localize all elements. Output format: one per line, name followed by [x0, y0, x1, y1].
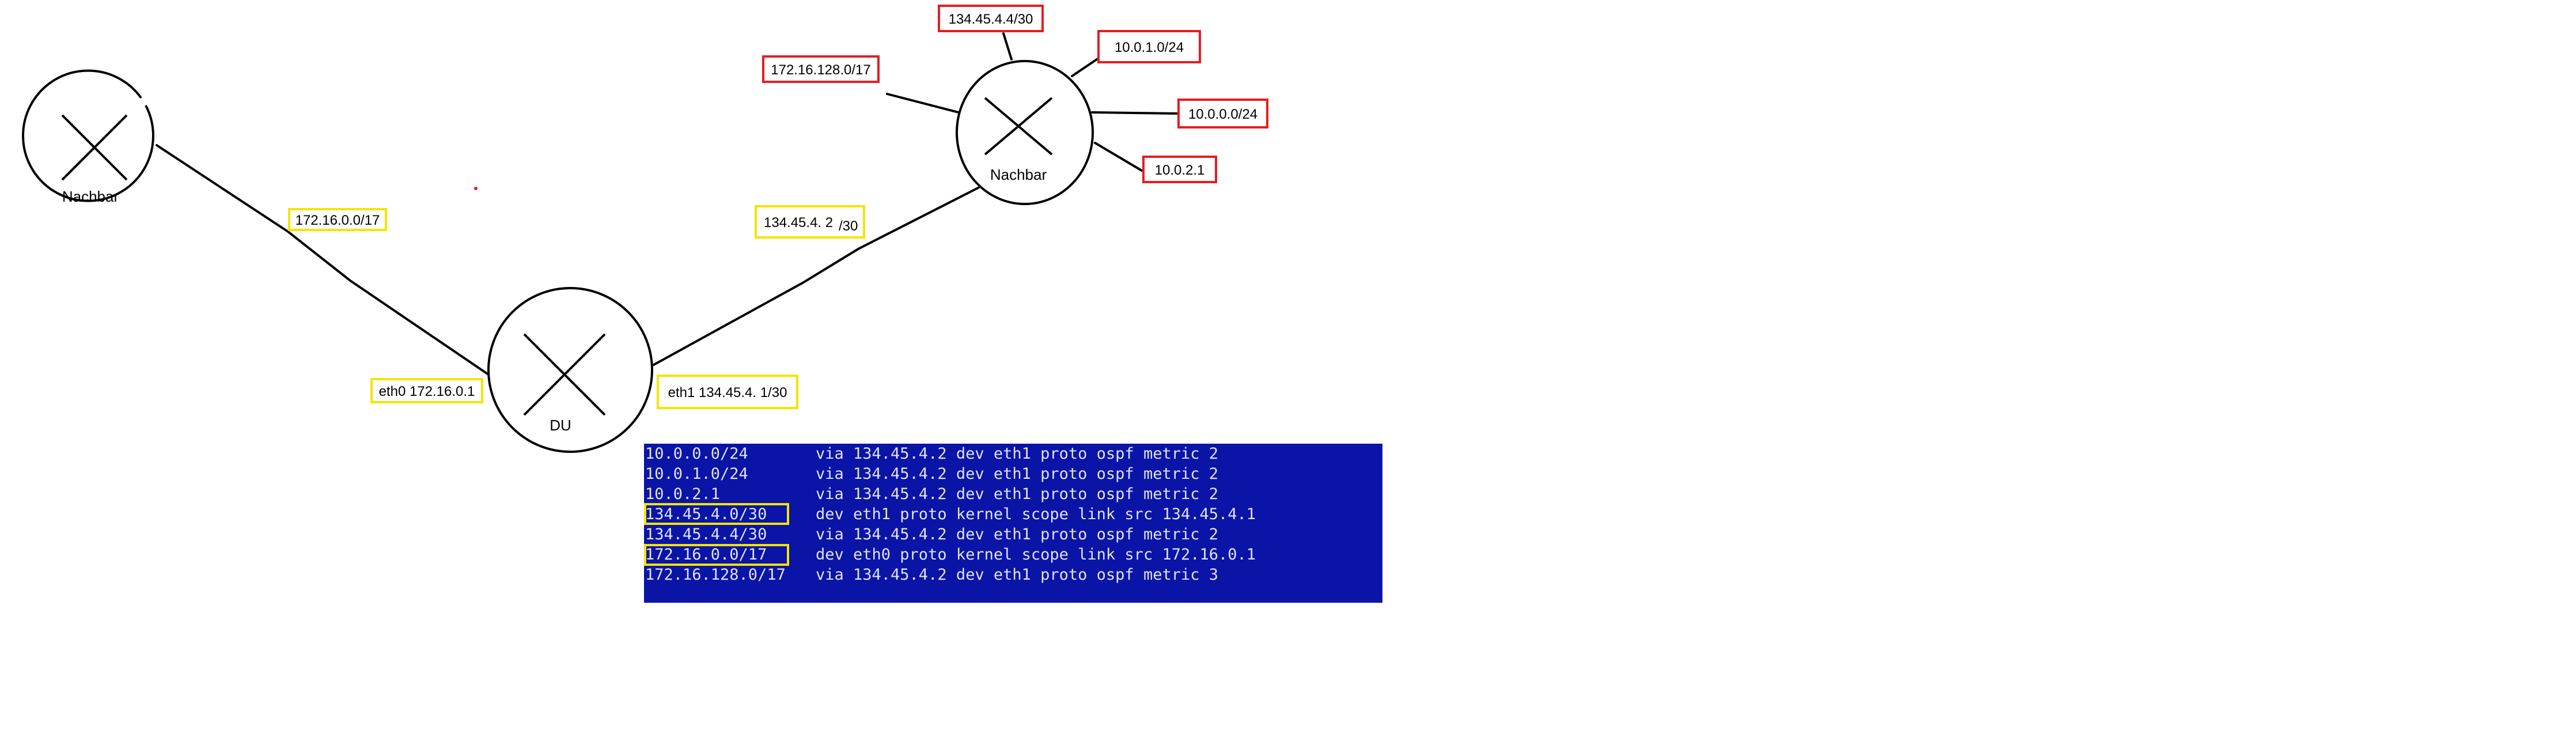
route-info: via 134.45.4.2 dev eth1 proto ospf metri… [816, 485, 1218, 503]
route-info: via 134.45.4.2 dev eth1 proto ospf metri… [816, 445, 1218, 463]
router-right-cross-b [984, 97, 1053, 156]
route-destination: 134.45.4.0/30 [645, 505, 767, 523]
route-row: 134.45.4.4/30 via 134.45.4.2 dev eth1 pr… [644, 524, 1218, 545]
label-right-link: 134.45.4. 2 /30 [755, 205, 865, 239]
label-red-left-text: 172.16.128.0/17 [771, 62, 871, 78]
route-row: 172.16.0.0/17 dev eth0 proto kernel scop… [644, 545, 1256, 565]
route-destination: 172.16.128.0/17 [645, 566, 786, 584]
link-left-to-du [156, 144, 490, 376]
yellow-labels: 172.16.0.0/17 eth0 172.16.0.1 eth1 134.4… [288, 205, 865, 409]
route-row: 10.0.0.0/24 via 134.45.4.2 dev eth1 prot… [644, 444, 1218, 464]
label-red-right-bottom-text: 10.0.2.1 [1155, 162, 1205, 178]
route-info: dev eth1 proto kernel scope link src 134… [816, 505, 1256, 523]
route-destination: 10.0.0.0/24 [645, 445, 748, 463]
route-destination: 10.0.1.0/24 [645, 465, 748, 483]
route-destination: 134.45.4.4/30 [645, 526, 767, 543]
link-right-to-right-mid [1091, 111, 1180, 115]
route-destination: 172.16.0.0/17 [645, 546, 767, 564]
label-red-left: 172.16.128.0/17 [762, 55, 880, 83]
route-row: 10.0.2.1 via 134.45.4.2 dev eth1 proto o… [644, 484, 1218, 504]
router-left-label: Nachbar [62, 188, 119, 205]
label-left-link-text: 172.16.0.0/17 [296, 213, 380, 228]
router-right-circle [956, 60, 1094, 205]
route-row: 172.16.128.0/17 via 134.45.4.2 dev eth1 … [644, 565, 1218, 585]
label-du-eth0-text: eth0 172.16.0.1 [379, 384, 475, 399]
route-info: via 134.45.4.2 dev eth1 proto ospf metri… [816, 465, 1218, 483]
label-du-eth0: eth0 172.16.0.1 [370, 378, 483, 403]
label-right-link-text: 134.45.4. 2 [764, 215, 833, 230]
label-du-eth1: eth1 134.45.4. 1/30 [657, 375, 798, 409]
route-row: 10.0.1.0/24 via 134.45.4.2 dev eth1 prot… [644, 464, 1218, 484]
router-du-label: DU [550, 417, 571, 434]
label-left-link: 172.16.0.0/17 [288, 208, 387, 231]
link-right-to-right-bottom [1094, 142, 1143, 172]
route-row: 134.45.4.0/30 dev eth1 proto kernel scop… [644, 504, 1256, 524]
label-red-right-mid-text: 10.0.0.0/24 [1188, 107, 1257, 122]
router-right-neighbor: Nachbar [956, 60, 1094, 205]
label-du-eth1-text: eth1 134.45.4. 1/30 [668, 385, 787, 400]
router-left-cross-b [61, 114, 128, 181]
red-labels: 134.45.4.4/30 172.16.128.0/17 10.0.1.0/2… [762, 5, 1268, 183]
router-left-neighbor: Nachbar [22, 69, 154, 205]
route-info: dev eth0 proto kernel scope link src 172… [816, 546, 1256, 564]
highlight-box-134-45-4-0 [644, 503, 789, 525]
label-right-link-suffix: /30 [839, 218, 858, 234]
router-left-circle [22, 69, 154, 202]
routing-table: 10.0.0.0/24 via 134.45.4.2 dev eth1 prot… [644, 444, 1382, 603]
router-right-label: Nachbar [990, 166, 1047, 183]
route-info: via 134.45.4.2 dev eth1 proto ospf metri… [816, 526, 1218, 543]
router-du: DU [487, 287, 653, 453]
links [156, 32, 1180, 376]
link-right-to-top [1002, 32, 1013, 61]
label-red-right-top-text: 10.0.1.0/24 [1115, 40, 1184, 55]
highlight-box-172-16-0-0 [644, 544, 789, 566]
label-red-top: 134.45.4.4/30 [938, 5, 1044, 32]
link-right-to-left-net [886, 93, 960, 114]
label-red-right-top: 10.0.1.0/24 [1097, 30, 1201, 63]
label-red-right-mid: 10.0.0.0/24 [1177, 99, 1268, 128]
route-info: via 134.45.4.2 dev eth1 proto ospf metri… [816, 566, 1218, 584]
router-du-cross-b [523, 333, 606, 416]
label-red-top-text: 134.45.4.4/30 [949, 12, 1033, 27]
red-dot [474, 187, 478, 190]
link-du-to-right [653, 186, 980, 366]
router-du-circle [487, 287, 653, 453]
label-red-right-bottom: 10.0.2.1 [1142, 156, 1217, 183]
route-destination: 10.0.2.1 [645, 485, 721, 503]
